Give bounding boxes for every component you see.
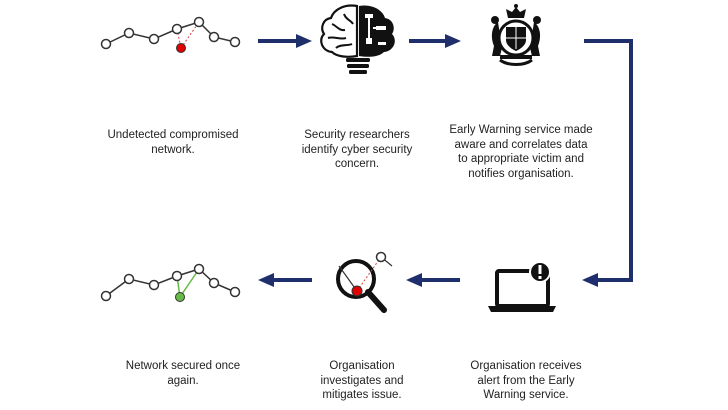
secured-node [175,292,185,302]
compromised-node [176,43,186,53]
step-2-caption: Security researchers identify cyber secu… [301,129,413,170]
brain-lightbulb-icon [320,4,395,74]
arrow-step5-to-step4 [258,273,312,287]
arrow-step2-to-step3 [409,34,461,48]
arrow-step3-to-step4 [582,39,633,287]
network-secured-icon [100,263,241,302]
laptop-alert-icon [488,261,556,312]
arrow-step1-to-step2 [258,34,312,48]
step-1-caption: Undetected compromised network. [107,129,239,156]
step-3-caption: Early Warning service made aware and cor… [449,124,593,180]
step-6-caption: Organisation receives alert from the Ear… [470,360,582,401]
suspect-node [351,285,363,297]
royal-coat-of-arms-icon [491,4,541,66]
arrow-step6-to-step5 [406,273,460,287]
network-compromised-icon [100,16,241,53]
step-4-caption: Network secured once again. [125,360,241,387]
step-5-caption: Organisation investigates and mitigates … [320,360,404,401]
magnifying-glass-icon [336,251,393,313]
